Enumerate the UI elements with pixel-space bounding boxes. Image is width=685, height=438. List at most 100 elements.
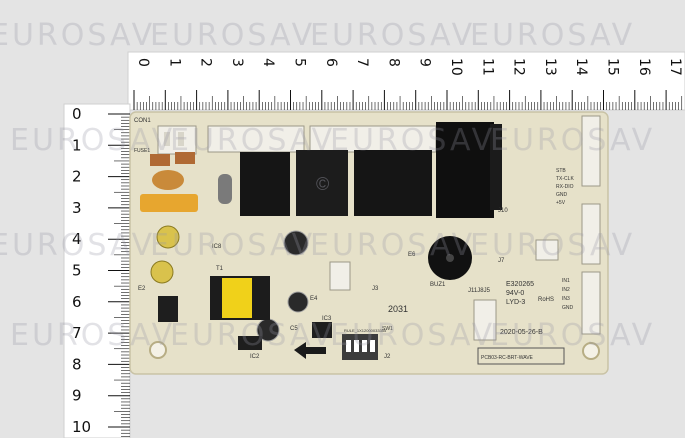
ruler-left-label: 9 bbox=[72, 387, 82, 405]
watermark-text: EUROSAV bbox=[470, 18, 635, 53]
label-cert-maker: LYD-3 bbox=[506, 299, 525, 306]
label-e2: E2 bbox=[138, 286, 146, 292]
arrow-marking bbox=[294, 342, 326, 359]
ruler-top-label: 17 bbox=[667, 58, 683, 76]
side-connector bbox=[581, 115, 601, 187]
watermark-text: EUROSAV bbox=[330, 318, 495, 353]
ruler-top-label: 4 bbox=[260, 58, 276, 67]
watermark-text: EUROSAV bbox=[150, 228, 315, 263]
ruler-left-label: 0 bbox=[72, 105, 82, 123]
label-e4: E4 bbox=[310, 296, 318, 302]
heatsink bbox=[240, 152, 290, 216]
heatsink bbox=[354, 150, 432, 216]
ic-chip bbox=[158, 296, 178, 322]
label-fuse1: FUSE1 bbox=[134, 148, 150, 154]
ruler-left-label: 6 bbox=[72, 293, 82, 311]
label-e6: E6 bbox=[408, 252, 416, 258]
ruler-left-label: 1 bbox=[72, 136, 82, 154]
label-cert-code: E320265 bbox=[506, 281, 534, 288]
label-cert-grade: 94V-0 bbox=[506, 290, 524, 297]
pin-label: STB bbox=[556, 168, 566, 174]
ic-chip bbox=[312, 322, 332, 338]
ruler-left-label: 3 bbox=[72, 199, 82, 217]
label-con1: CON1 bbox=[134, 118, 151, 124]
ruler-left-label: 5 bbox=[72, 262, 82, 280]
ruler-top-label: 15 bbox=[605, 58, 621, 76]
ruler-left-label: 8 bbox=[72, 355, 82, 373]
watermark-text: EUROSAV bbox=[0, 228, 155, 263]
ruler-top-label: 16 bbox=[636, 58, 652, 76]
pin-header bbox=[473, 299, 497, 341]
ruler-top-label: 8 bbox=[385, 58, 401, 67]
ruler-left-label: 7 bbox=[72, 324, 82, 342]
label-bottom-text: RULE_1X12000033355 bbox=[344, 328, 387, 333]
watermark-text: EUROSAV bbox=[170, 123, 335, 158]
side-connector bbox=[581, 203, 601, 265]
ruler-top-label: 10 bbox=[448, 58, 464, 76]
io-label: IN1 bbox=[562, 278, 570, 284]
label-buz1: BUZ1 bbox=[430, 282, 446, 288]
pin-label: GND bbox=[556, 192, 568, 198]
electrolytic-capacitor bbox=[156, 225, 180, 249]
label-t1: T1 bbox=[216, 266, 224, 272]
ruler-top-label: 12 bbox=[511, 58, 527, 76]
part-label-box bbox=[477, 347, 565, 365]
watermark-text: EUROSAV bbox=[310, 228, 475, 263]
side-connector bbox=[581, 271, 601, 335]
label-rohs: RoHS bbox=[538, 297, 554, 303]
io-label: GND bbox=[562, 305, 574, 311]
watermark-text: EUROSAV bbox=[490, 318, 655, 353]
label-serial: 2031 bbox=[388, 304, 408, 314]
label-c5: C5 bbox=[290, 326, 298, 332]
io-label: IN2 bbox=[562, 287, 570, 293]
watermark-copyright: © bbox=[316, 174, 329, 194]
pin-label: +5V bbox=[556, 200, 566, 206]
ruler-top-label: 5 bbox=[292, 58, 308, 67]
watermark-text: EUROSAV bbox=[490, 123, 655, 158]
pin-label-group: STB TX-CLK RX-DIO GND +5V bbox=[556, 168, 574, 206]
small-connector bbox=[329, 261, 351, 291]
ruler-top-label: 1 bbox=[166, 58, 182, 67]
ruler-left-label: 4 bbox=[72, 230, 82, 248]
watermark-text: EUROSAV bbox=[150, 18, 315, 53]
label-ic3: IC3 bbox=[322, 316, 332, 322]
label-j2: J2 bbox=[384, 354, 391, 360]
ruler-top-label: 2 bbox=[198, 58, 214, 67]
ruler-top-label: 7 bbox=[354, 58, 370, 67]
label-j10: J10 bbox=[498, 208, 508, 214]
label-j3: J3 bbox=[372, 286, 379, 292]
label-date: 2020-05-26-B bbox=[500, 329, 543, 336]
electrolytic-capacitor bbox=[287, 291, 309, 313]
watermark-text: EUROSAV bbox=[330, 123, 495, 158]
output-connector-strip bbox=[309, 125, 437, 153]
fuse bbox=[218, 174, 232, 204]
pin-label: RX-DIO bbox=[556, 184, 574, 190]
ic-chip bbox=[238, 336, 262, 350]
label-j11: J11J8J5 bbox=[468, 288, 491, 294]
label-ic2: IC2 bbox=[250, 354, 260, 360]
ruler-left-label: 10 bbox=[72, 418, 91, 436]
heatsink bbox=[296, 150, 348, 216]
electrolytic-capacitor bbox=[283, 230, 309, 256]
ruler-top-label: 9 bbox=[417, 58, 433, 67]
io-label: IN3 bbox=[562, 296, 570, 302]
mount-hole bbox=[149, 341, 167, 359]
mount-hole bbox=[582, 342, 600, 360]
ruler-top-label: 0 bbox=[135, 58, 151, 67]
watermark-text: EUROSAV bbox=[310, 18, 475, 53]
label-ic8: IC8 bbox=[212, 244, 222, 250]
ruler-top-label: 11 bbox=[479, 58, 495, 76]
label-dip: SW1 bbox=[382, 326, 393, 332]
output-connector-strip bbox=[207, 125, 305, 153]
watermark-text: EUROSAV bbox=[170, 318, 335, 353]
watermark-text: EUROSAV bbox=[10, 318, 175, 353]
pcb-board: CON1 FUSE1 IC8 T1 E2 E6 BUZ1 J10 J7 J3 J… bbox=[129, 111, 609, 375]
watermark-text: EUROSAV bbox=[470, 228, 635, 263]
watermark-text: EUROSAV bbox=[10, 123, 175, 158]
varistor bbox=[152, 170, 184, 190]
pin-label: TX-CLK bbox=[556, 176, 574, 182]
